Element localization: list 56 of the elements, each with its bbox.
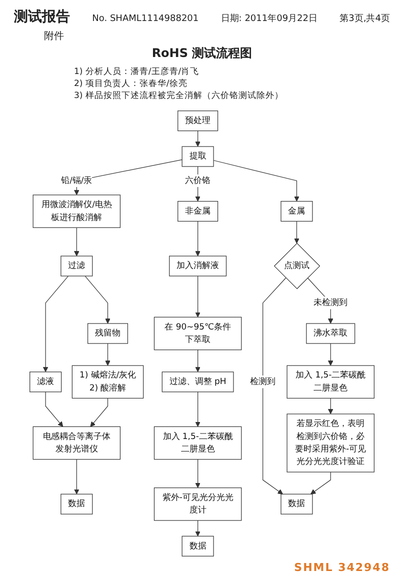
node-box: 加入消解液 (169, 256, 227, 276)
node-diamond: 点测试 (274, 242, 320, 290)
node-box: 紫外-可见光分光光度计 (154, 487, 242, 521)
arrow (195, 392, 200, 427)
annex-heading: 附件 (44, 31, 64, 42)
note-text: 1) 分析人员：潘青/王彦青/肖飞 (74, 66, 200, 78)
arrow (195, 520, 200, 536)
node-box: 数据 (280, 494, 313, 514)
node-box: 用微波消解仪/电热板进行酸消解 (32, 194, 121, 228)
arrow (45, 392, 64, 427)
node-box: 1) 碱熔法/灰化 2) 酸溶解 (72, 365, 144, 399)
arrow (42, 276, 69, 372)
page-number: 第3页,共4页 (340, 12, 390, 25)
arrow (195, 220, 200, 256)
edge-label: 检测到 (250, 376, 276, 386)
edge-label: 未检测到 (314, 298, 348, 308)
report-date: 日期: 2011年09月22日 (220, 12, 318, 25)
arrow (90, 398, 108, 427)
node-box: 滤液 (30, 372, 62, 392)
node-box: 过滤、调整 pH (162, 372, 234, 392)
node-box: 在 90~95℃条件下萃取 (154, 316, 242, 350)
node-box: 电感耦合等离子体发射光谱仪 (32, 426, 121, 460)
arrow (74, 227, 80, 256)
edge-label: 铅/镉/汞 (61, 176, 92, 186)
report-number: No. SHAML1114988201 (92, 14, 199, 24)
arrow (195, 459, 200, 488)
serial-number: SHML 342948 (294, 561, 390, 574)
node-box: 预处理 (178, 110, 218, 132)
arrow (310, 472, 331, 494)
diagram-title: RoHS 测试流程图 (152, 45, 252, 62)
arrow (328, 398, 334, 414)
note-text: 3) 样品按照下述流程被完全消解（六价铬测试除外） (74, 90, 284, 102)
node-box: 提取 (182, 146, 214, 167)
edge-label: 六价铬 (185, 176, 211, 186)
arrow (195, 350, 200, 372)
arrow (328, 343, 334, 366)
note-text: 2) 项目负责人：张春华/徐亮 (74, 78, 188, 90)
node-box: 若显示红色，表明检测到六价铬，必要时采用紫外-可见光分光光度计验证 (286, 414, 374, 472)
node-box: 数据 (182, 536, 214, 556)
arrow (74, 459, 80, 494)
arrow (294, 220, 300, 244)
node-box: 沸水萃取 (306, 323, 356, 344)
node-box: 过滤 (60, 256, 93, 276)
arrow (195, 130, 200, 147)
arrow (84, 276, 110, 324)
node-box: 金属 (280, 201, 313, 222)
node-box: 加入 1,5-二苯碳酰二肼显色 (286, 365, 374, 399)
report-heading: 测试报告 (14, 8, 70, 26)
node-box: 数据 (60, 494, 93, 514)
arrow (105, 343, 110, 366)
arrow (262, 278, 286, 494)
arrow (213, 160, 300, 202)
arrow (195, 276, 200, 318)
node-box: 非金属 (178, 201, 218, 222)
node-box: 残留物 (87, 323, 128, 344)
node-box: 加入 1,5-二苯碳酰二肼显色 (154, 426, 242, 460)
